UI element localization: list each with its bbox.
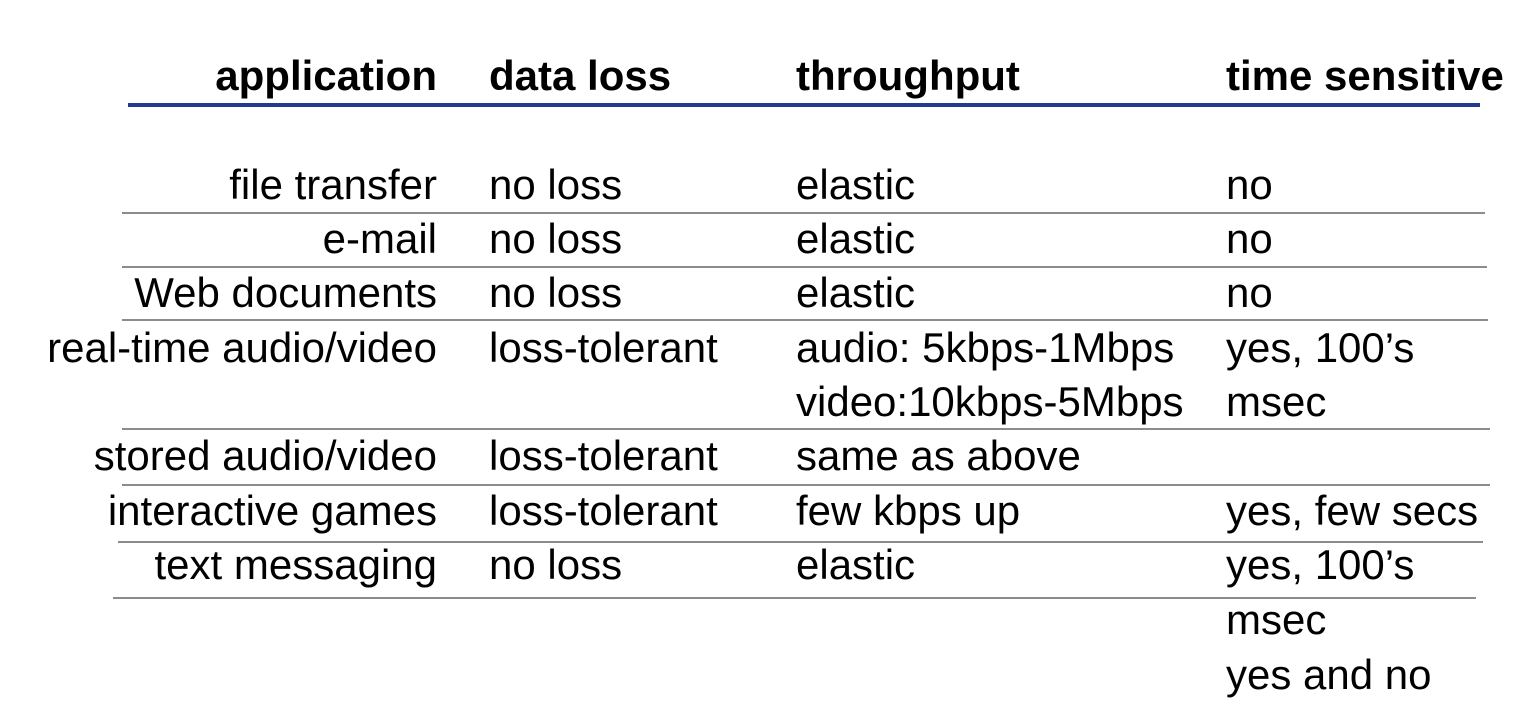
header-data-loss: data loss: [489, 52, 672, 99]
row-text-messaging-throughput: elastic: [796, 541, 916, 588]
row-text-messaging-time-sensitive-line2: msec: [1226, 596, 1327, 643]
row-divider: [122, 212, 1485, 214]
row-web-documents-data-loss: no loss: [489, 269, 623, 316]
row-stored-av-data-loss: loss-tolerant: [489, 432, 718, 479]
row-real-time-av-time-sensitive: yes, 100’s: [1226, 324, 1415, 371]
row-file-transfer-throughput: elastic: [796, 161, 916, 208]
row-interactive-games-time-sensitive: yes, few secs: [1226, 487, 1479, 534]
row-divider: [122, 484, 1490, 486]
row-text-messaging-time-sensitive-line3: yes and no: [1226, 651, 1432, 698]
row-divider: [118, 541, 1483, 543]
row-web-documents-time-sensitive: no: [1226, 269, 1273, 316]
row-text-messaging-time-sensitive: yes, 100’s: [1226, 541, 1415, 588]
row-stored-av-application: stored audio/video: [93, 432, 437, 479]
row-divider: [122, 319, 1488, 321]
row-divider: [122, 266, 1487, 268]
row-email-application: e-mail: [322, 215, 437, 262]
row-email-throughput: elastic: [796, 215, 916, 262]
row-interactive-games-application: interactive games: [107, 487, 437, 534]
row-web-documents-application: Web documents: [134, 269, 437, 316]
row-divider: [113, 597, 1476, 599]
row-text-messaging-application: text messaging: [154, 541, 437, 588]
row-text-messaging-data-loss: no loss: [489, 541, 623, 588]
row-stored-av-throughput: same as above: [796, 432, 1081, 479]
row-real-time-av-throughput-line2: video:10kbps-5Mbps: [796, 378, 1184, 425]
row-real-time-av-time-sensitive-line2: msec: [1226, 378, 1327, 425]
row-email-time-sensitive: no: [1226, 215, 1273, 262]
row-file-transfer-application: file transfer: [229, 161, 437, 208]
row-web-documents-throughput: elastic: [796, 269, 916, 316]
row-file-transfer-data-loss: no loss: [489, 161, 623, 208]
row-file-transfer-time-sensitive: no: [1226, 161, 1273, 208]
row-real-time-av-data-loss: loss-tolerant: [489, 324, 718, 371]
row-divider: [122, 428, 1490, 430]
row-real-time-av-throughput: audio: 5kbps-1Mbps: [796, 324, 1175, 371]
header-throughput: throughput: [796, 52, 1020, 99]
header-application: application: [215, 52, 437, 99]
header-divider: [128, 103, 1480, 107]
header-time-sensitive: time sensitive: [1226, 52, 1504, 99]
row-interactive-games-throughput: few kbps up: [796, 487, 1021, 534]
row-interactive-games-data-loss: loss-tolerant: [489, 487, 718, 534]
row-email-data-loss: no loss: [489, 215, 623, 262]
row-real-time-av-application: real-time audio/video: [47, 324, 437, 371]
